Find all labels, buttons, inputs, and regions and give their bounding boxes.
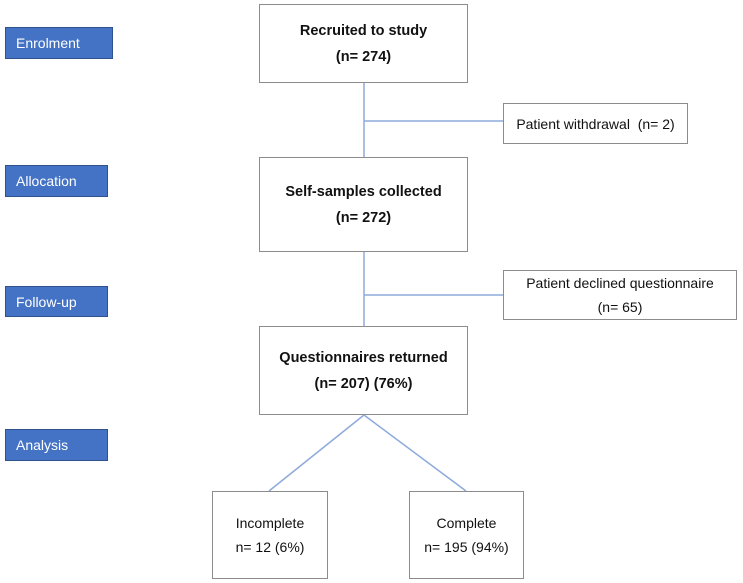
box-recruited-title: Recruited to study [299, 22, 428, 39]
box-returned-count: (n= 207) (76%) [314, 375, 413, 392]
box-self-samples-title: Self-samples collected [285, 183, 442, 200]
box-self-samples: Self-samples collected (n= 272) [259, 157, 468, 252]
box-declined-count: (n= 65) [597, 299, 643, 315]
box-returned: Questionnaires returned (n= 207) (76%) [259, 326, 468, 415]
connector-returned-to-incomplete [268, 414, 365, 492]
box-returned-title: Questionnaires returned [279, 349, 448, 366]
box-recruited: Recruited to study (n= 274) [259, 4, 468, 83]
stage-analysis: Analysis [5, 429, 108, 461]
box-complete: Complete n= 195 (94%) [409, 491, 524, 579]
box-incomplete-count: n= 12 (6%) [235, 539, 305, 555]
connector-returned-to-complete [363, 414, 467, 492]
box-declined-title: Patient declined questionnaire [526, 275, 714, 291]
box-complete-title: Complete [436, 515, 497, 531]
stage-enrolment: Enrolment [5, 27, 113, 59]
box-withdrawal: Patient withdrawal (n= 2) [503, 103, 688, 144]
stage-follow-up: Follow-up [5, 286, 108, 317]
box-recruited-count: (n= 274) [335, 48, 392, 65]
stage-allocation: Allocation [5, 165, 108, 197]
stage-follow-up-label: Follow-up [16, 293, 77, 310]
box-withdrawal-text: Patient withdrawal (n= 2) [516, 115, 675, 132]
stage-analysis-label: Analysis [16, 437, 69, 453]
stage-enrolment-label: Enrolment [16, 35, 80, 51]
box-self-samples-count: (n= 272) [335, 209, 392, 226]
stage-allocation-label: Allocation [16, 173, 77, 189]
box-incomplete-title: Incomplete [235, 515, 305, 531]
box-complete-count: n= 195 (94%) [424, 539, 509, 555]
box-incomplete: Incomplete n= 12 (6%) [212, 491, 328, 579]
box-declined: Patient declined questionnaire (n= 65) [503, 270, 737, 320]
